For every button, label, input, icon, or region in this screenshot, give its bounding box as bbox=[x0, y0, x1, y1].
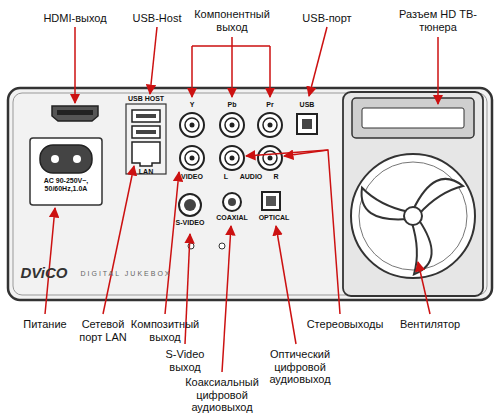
callout-label: Разъем HD ТВ-тюнера bbox=[392, 8, 484, 33]
leader-lines bbox=[45, 27, 438, 372]
callout-label: Компонентный выход bbox=[186, 8, 278, 33]
callout-label: Вентилятор bbox=[394, 318, 466, 331]
callout-label: S-Video выход bbox=[159, 348, 211, 373]
panel-marking: LAN bbox=[134, 168, 158, 176]
panel-marking: L bbox=[221, 173, 231, 181]
panel-marking: Pr bbox=[260, 101, 280, 109]
callout-label: Сетевой порт LAN bbox=[75, 318, 131, 343]
panel-marking: AC 90-250V~, 50/60Hz,1.0A bbox=[34, 177, 98, 193]
panel-marking: VIDEO bbox=[177, 173, 207, 181]
callout-label: USB-порт bbox=[295, 12, 359, 25]
callout-label: Стереовыходы bbox=[303, 318, 387, 331]
callout-label: Коаксиальный цифровой аудиовыход bbox=[179, 376, 265, 414]
panel-marking: USB bbox=[295, 101, 319, 109]
callout-label: Питание bbox=[14, 318, 76, 331]
model-name: DIGITAL JUKEBOX bbox=[71, 270, 181, 278]
callout-label: USB-Host bbox=[125, 12, 189, 25]
panel-marking: USB HOST bbox=[124, 95, 168, 103]
brand-logo: DViCO bbox=[12, 264, 76, 281]
panel-marking: S-VIDEO bbox=[172, 219, 208, 227]
callout-label: Оптический цифровой аудиовыход bbox=[260, 348, 340, 386]
panel-marking: COAXIAL bbox=[215, 214, 249, 222]
callout-label: HDMI-выход bbox=[35, 12, 115, 25]
panel-marking: AUDIO bbox=[237, 173, 265, 181]
panel-marking: Y bbox=[182, 101, 202, 109]
panel-marking: OPTICAL bbox=[257, 214, 291, 222]
callout-label: Композитный выход bbox=[128, 318, 202, 343]
panel-marking: Pb bbox=[222, 101, 242, 109]
panel-marking: R bbox=[271, 173, 281, 181]
